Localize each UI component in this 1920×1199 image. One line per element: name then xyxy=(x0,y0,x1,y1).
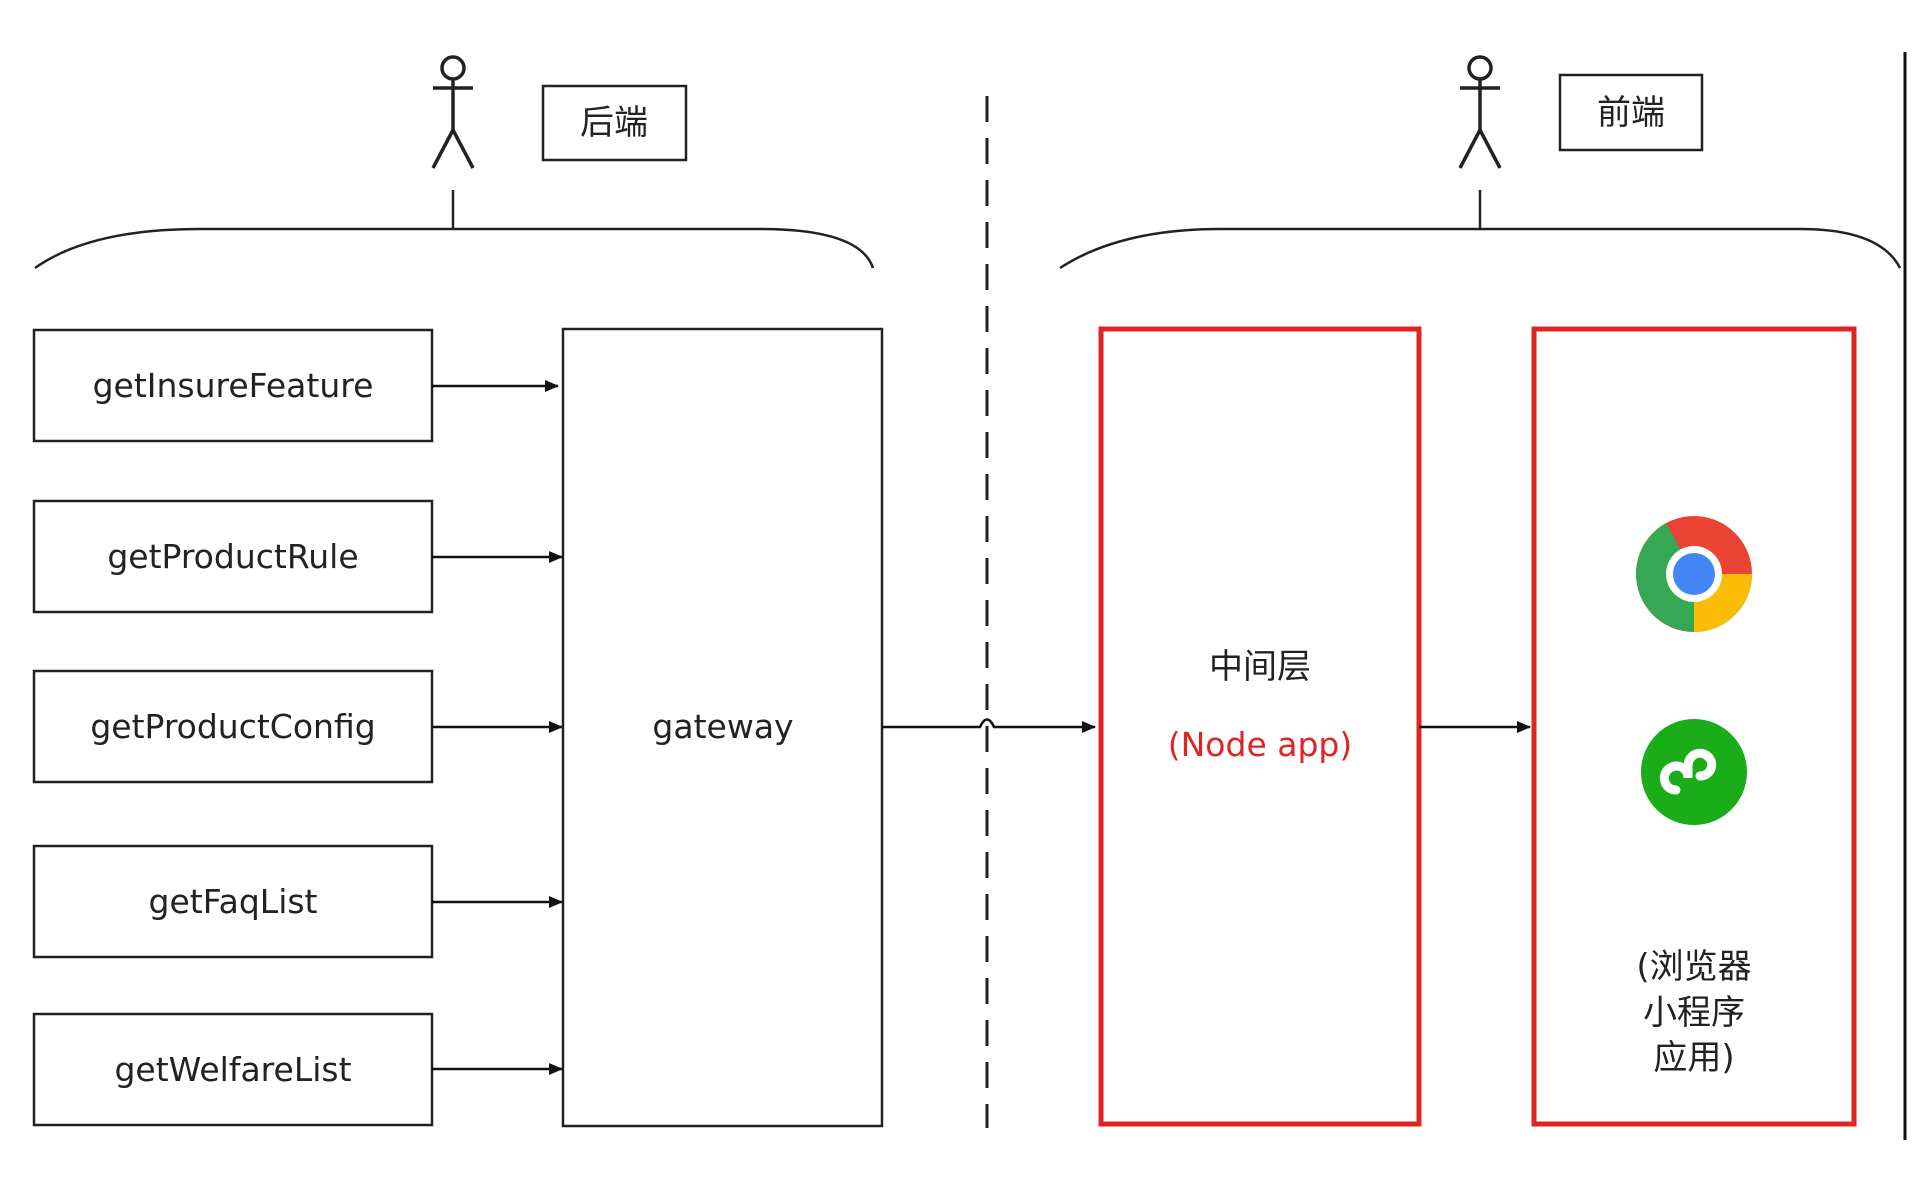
backend-actor-icon xyxy=(431,55,475,169)
api-box: getInsureFeature xyxy=(32,328,559,443)
api-label: getProductConfig xyxy=(90,707,375,746)
api-box: getFaqList xyxy=(32,844,563,959)
backend-label: 后端 xyxy=(580,103,648,143)
backend-brace xyxy=(34,190,875,270)
api-label: getInsureFeature xyxy=(93,366,374,405)
api-label: getWelfareList xyxy=(114,1050,351,1089)
chrome-icon xyxy=(1636,516,1752,632)
api-label: getProductRule xyxy=(107,537,358,576)
api-box: getWelfareList xyxy=(32,1012,563,1127)
middle-layer-subtitle: (Node app) xyxy=(1168,725,1352,764)
api-box: getProductConfig xyxy=(32,669,563,784)
clients-caption-line: 小程序 xyxy=(1643,993,1745,1033)
api-box: getProductRule xyxy=(32,499,563,614)
api-list: getInsureFeature getProductRule getProdu… xyxy=(32,328,563,1127)
frontend-label: 前端 xyxy=(1597,93,1665,133)
backend-label-box: 后端 xyxy=(541,84,688,162)
frontend-actor-icon xyxy=(1458,55,1502,169)
frontend-label-box: 前端 xyxy=(1558,73,1704,152)
api-label: getFaqList xyxy=(149,882,318,921)
frontend-brace xyxy=(1059,190,1902,270)
gateway-to-middle-arrow xyxy=(882,718,1096,733)
mini-program-icon xyxy=(1641,719,1747,825)
clients-box: (浏览器 小程序 应用) xyxy=(1531,326,1857,1127)
gateway-label: gateway xyxy=(652,707,793,746)
clients-caption-line: 应用) xyxy=(1653,1038,1734,1078)
middle-layer-title: 中间层 xyxy=(1209,647,1311,687)
middle-layer-box: 中间层 (Node app) xyxy=(1098,326,1422,1127)
clients-caption-line: (浏览器 xyxy=(1636,947,1751,987)
gateway-box: gateway xyxy=(561,327,884,1128)
